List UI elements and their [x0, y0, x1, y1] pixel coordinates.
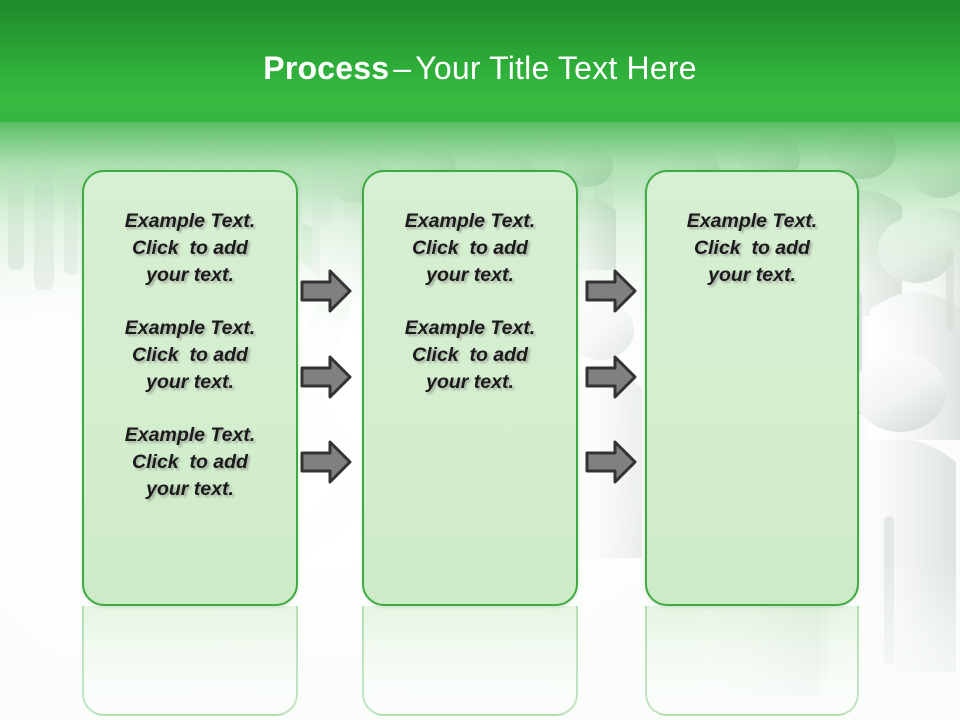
page-title-rest: Your Title Text Here	[415, 50, 697, 86]
right-arrow-icon-1-2[interactable]	[299, 354, 353, 400]
right-arrow-icon-2-3[interactable]	[584, 439, 638, 485]
process-box-1-paragraph-2[interactable]: Example Text. Click to add your text.	[124, 317, 256, 393]
process-box-2[interactable]: Example Text. Click to add your text. Ex…	[362, 170, 578, 606]
process-box-1-content: Example Text. Click to add your text. Ex…	[84, 172, 296, 503]
process-box-1[interactable]: Example Text. Click to add your text. Ex…	[82, 170, 298, 606]
process-box-2-content: Example Text. Click to add your text. Ex…	[364, 172, 576, 396]
page-title-dash: –	[393, 50, 412, 86]
process-box-2-paragraph-2[interactable]: Example Text. Click to add your text.	[404, 317, 536, 393]
process-box-1-paragraph-1[interactable]: Example Text. Click to add your text.	[124, 210, 256, 286]
right-arrow-icon-1-3[interactable]	[299, 439, 353, 485]
right-arrow-icon-2-2[interactable]	[584, 354, 638, 400]
right-arrow-icon-2-1[interactable]	[584, 268, 638, 314]
page-title: Process–Your Title Text Here	[0, 48, 960, 88]
process-box-3[interactable]: Example Text. Click to add your text.	[645, 170, 859, 606]
process-box-3-content: Example Text. Click to add your text.	[647, 172, 857, 289]
process-box-1-paragraph-3[interactable]: Example Text. Click to add your text.	[124, 424, 256, 500]
title-banner: Process–Your Title Text Here	[0, 0, 960, 122]
page-title-bold: Process	[263, 50, 390, 86]
right-arrow-icon-1-1[interactable]	[299, 268, 353, 314]
process-box-3-paragraph-1[interactable]: Example Text. Click to add your text.	[686, 210, 818, 286]
process-box-2-paragraph-1[interactable]: Example Text. Click to add your text.	[404, 210, 536, 286]
